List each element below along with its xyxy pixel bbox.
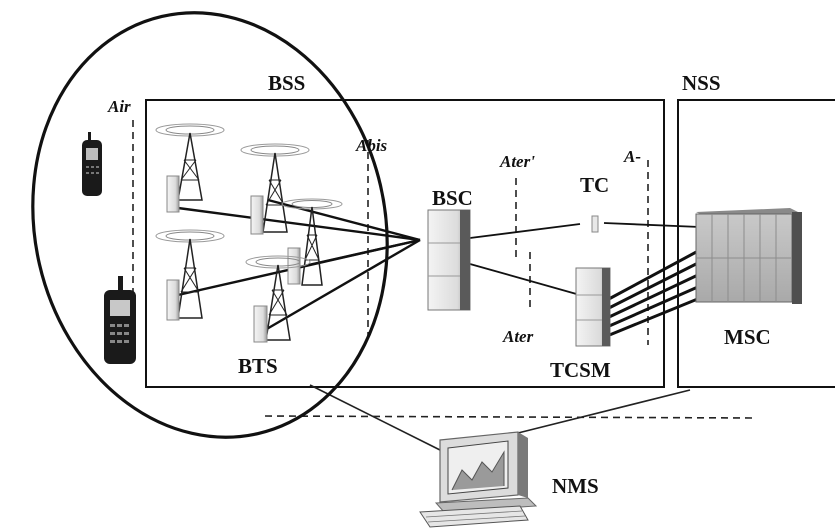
tcsm-msc-trunks bbox=[606, 248, 701, 338]
bss-label: BSS bbox=[268, 71, 305, 95]
bts-site-3 bbox=[155, 229, 225, 321]
nms-workstation-icon bbox=[419, 431, 538, 528]
coverage-area-ellipse bbox=[31, 11, 389, 439]
tcsm-label: TCSM bbox=[550, 358, 611, 382]
tcsm-cabinet-icon bbox=[575, 267, 611, 347]
nms-links bbox=[309, 384, 691, 451]
bsc-cabinet-icon bbox=[427, 209, 471, 311]
mobile-phone-large-icon bbox=[104, 276, 136, 364]
mobile-phone-small-icon bbox=[82, 132, 102, 196]
nss-box bbox=[677, 99, 835, 388]
radio-links bbox=[177, 198, 421, 332]
a-interface-label: A- bbox=[623, 147, 641, 166]
msc-switch-icon bbox=[695, 208, 802, 304]
bts-site-1 bbox=[155, 123, 225, 213]
bts-site-4 bbox=[281, 198, 343, 286]
ater-prime-interface-label: Ater' bbox=[499, 152, 535, 171]
bts-site-5 bbox=[245, 255, 311, 343]
nms-label: NMS bbox=[552, 474, 599, 498]
bsc-label: BSC bbox=[432, 186, 473, 210]
tc-unit-icon bbox=[591, 215, 599, 233]
interface-lines bbox=[132, 120, 756, 419]
abis-interface-label: Abis bbox=[355, 136, 388, 155]
ater-interface-label: Ater bbox=[502, 327, 534, 346]
nms-separator-line bbox=[264, 415, 756, 419]
bts-label: BTS bbox=[238, 354, 278, 378]
tc-label: TC bbox=[580, 173, 609, 197]
nss-label: NSS bbox=[682, 71, 721, 95]
bts-site-2 bbox=[240, 143, 310, 235]
bsc-links bbox=[469, 222, 701, 296]
msc-label: MSC bbox=[724, 325, 771, 349]
air-interface-label: Air bbox=[107, 97, 131, 116]
bss-box bbox=[145, 99, 665, 388]
